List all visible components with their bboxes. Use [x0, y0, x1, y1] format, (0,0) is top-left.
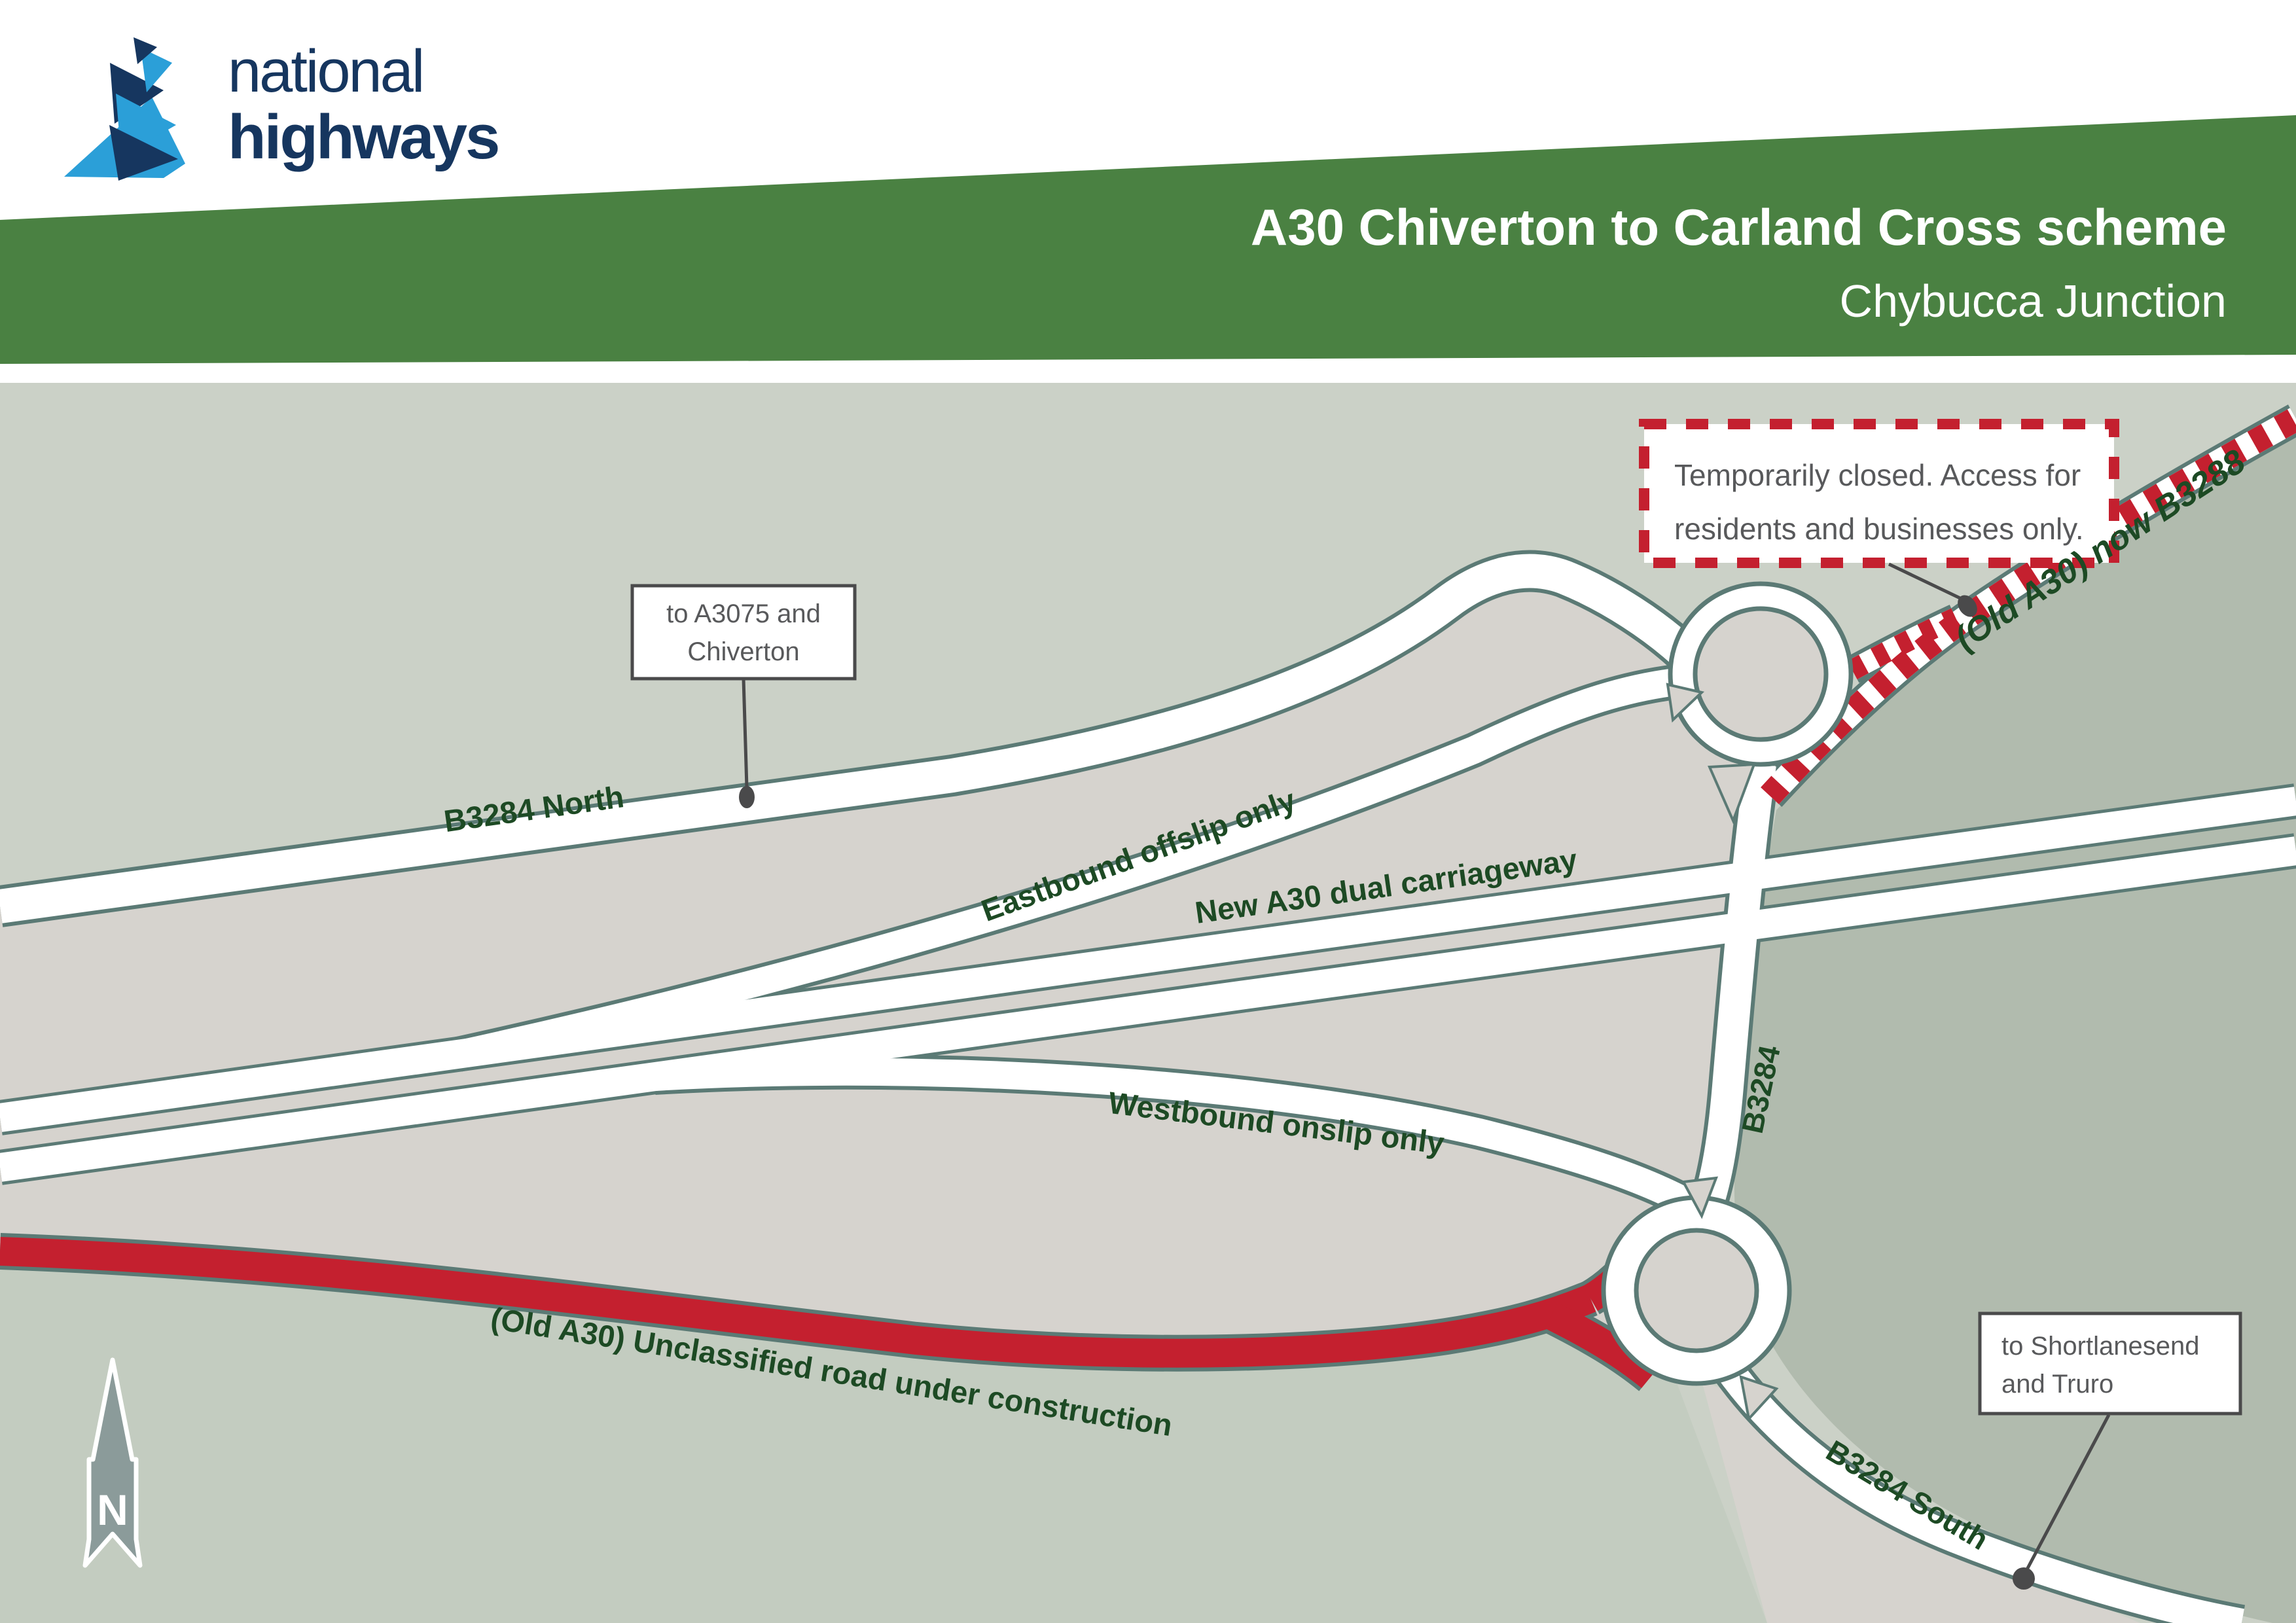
map-area: to A3075 and Chiverton to Shortlanesend … [0, 383, 2296, 1623]
brand-wordmark-line2: highways [228, 102, 498, 172]
north-arrow: N [82, 1357, 143, 1568]
callout-chiverton-line2: Chiverton [687, 637, 799, 666]
road-a30-eastbound [0, 787, 2296, 1132]
road-westbound-onslip [653, 1058, 1709, 1223]
closure-notice-line2: residents and businesses only. [1674, 512, 2084, 546]
national-highways-logo-icon [64, 37, 185, 181]
north-roundabout [1668, 581, 1854, 767]
road-eastbound-offslip [455, 668, 1677, 1068]
callout-truro-line1: to Shortlanesend [2001, 1332, 2199, 1361]
brand-wordmark-line1: national [228, 38, 423, 105]
scheme-title: A30 Chiverton to Carland Cross scheme [1251, 198, 2227, 256]
closure-notice-line1: Temporarily closed. Access for [1674, 458, 2081, 492]
callout-chiverton-line1: to A3075 and [666, 599, 821, 628]
marker-b3284-north [739, 786, 755, 808]
header: national highways A30 Chiverton to Carla… [0, 0, 2296, 383]
marker-b3284-south [2013, 1567, 2035, 1590]
callout-truro-line2: and Truro [2001, 1370, 2113, 1399]
north-arrow-label: N [97, 1486, 128, 1534]
marker-b3288 [1958, 595, 1977, 617]
closure-notice: Temporarily closed. Access for residents… [1639, 419, 2119, 568]
title-banner [0, 115, 2296, 364]
callout-chiverton: to A3075 and Chiverton [630, 584, 857, 681]
road-old-a30-arm-south [1545, 1302, 1660, 1389]
splitter-islands [1666, 683, 1779, 1422]
location-markers [739, 595, 2035, 1590]
road-b3288-branch-stripes [1847, 608, 1960, 680]
land-island-central [0, 571, 1761, 1382]
north-arrow-shape [82, 1357, 143, 1568]
road-old-a30-construction [0, 1237, 1596, 1368]
leader-lines [742, 562, 2111, 1572]
junction-subtitle: Chybucca Junction [1840, 276, 2227, 327]
road-b3284-north [0, 554, 1699, 923]
callout-truro: to Shortlanesend and Truro [1978, 1311, 2242, 1416]
road-a30-westbound [0, 836, 2296, 1182]
south-roundabout [1601, 1195, 1792, 1386]
road-b3284-south [1716, 1359, 2244, 1623]
map-region-southwest [0, 1268, 1767, 1623]
